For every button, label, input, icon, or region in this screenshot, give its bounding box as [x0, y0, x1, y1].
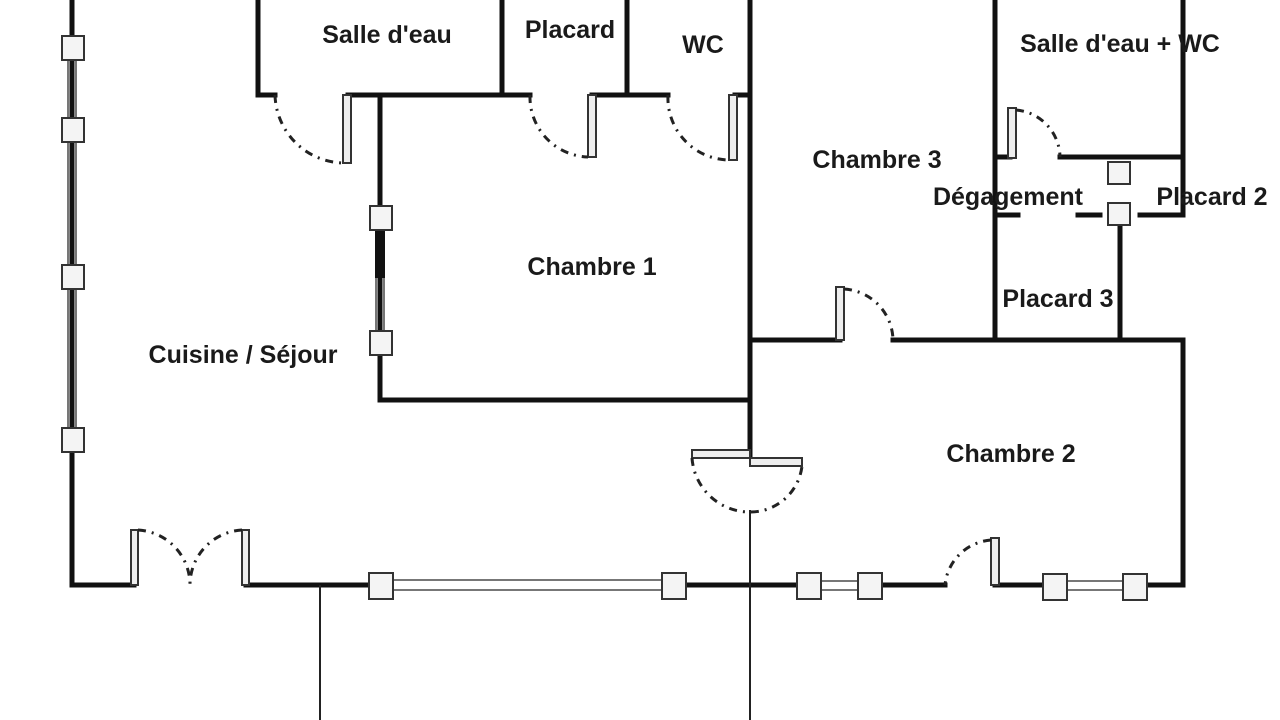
room-labels: Salle d'eau Placard WC Salle d'eau + WC …	[149, 16, 1268, 468]
label-degagement: Dégagement	[933, 183, 1084, 211]
walls	[69, 0, 1186, 720]
doors	[130, 94, 1062, 586]
label-placard-3: Placard 3	[1002, 285, 1113, 313]
label-placard: Placard	[525, 16, 615, 44]
label-chambre-3: Chambre 3	[812, 146, 941, 174]
label-chambre-1: Chambre 1	[527, 253, 656, 281]
label-chambre-2: Chambre 2	[946, 440, 1075, 468]
label-placard-2: Placard 2	[1156, 183, 1267, 211]
label-wc: WC	[682, 31, 724, 59]
label-salle-eau: Salle d'eau	[322, 21, 452, 49]
label-cuisine-sejour: Cuisine / Séjour	[149, 341, 338, 369]
label-salle-eau-wc: Salle d'eau + WC	[1020, 30, 1220, 58]
windows	[61, 35, 1148, 601]
